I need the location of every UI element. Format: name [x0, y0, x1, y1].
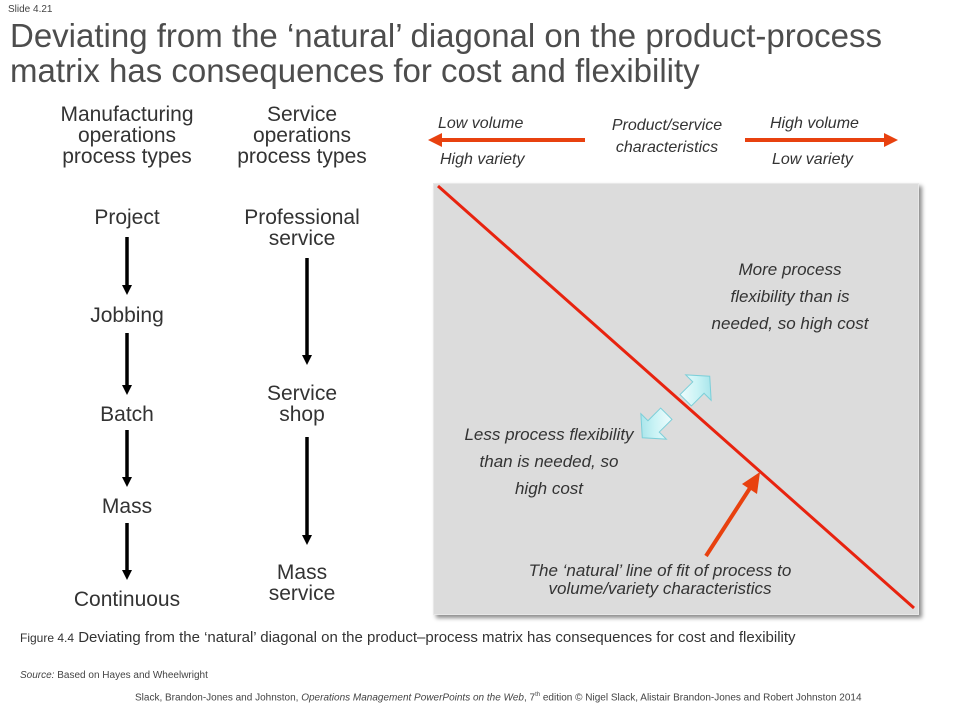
- stage-continuous: Continuous: [73, 588, 181, 611]
- figure-number: Figure 4.4: [20, 631, 75, 645]
- footer-rest: edition © Nigel Slack, Alistair Brandon-…: [540, 692, 862, 704]
- slide-title: Deviating from the ‘natural’ diagonal on…: [10, 17, 882, 89]
- lower-block-arrow: [640, 407, 673, 440]
- stage-batch: Batch: [100, 403, 154, 426]
- diagonal-pointer-arrowhead: [742, 472, 760, 494]
- figure-caption: Figure 4.4 Deviating from the ‘natural’ …: [20, 628, 920, 648]
- figure-caption-text: Deviating from the ‘natural’ diagonal on…: [78, 629, 796, 646]
- slide-number: Slide 4.21: [8, 4, 53, 15]
- upper-block-arrow: [679, 374, 712, 407]
- footer-authors: Slack, Brandon-Jones and Johnston,: [135, 692, 299, 704]
- source-text: Based on Hayes and Wheelwright: [57, 670, 208, 681]
- footer-sup: th: [535, 692, 541, 698]
- characteristics-label: Product/service characteristics: [611, 117, 723, 156]
- footer-credit: Slack, Brandon-Jones and Johnston, Opera…: [135, 692, 862, 703]
- diagonal-label: The ‘natural’ line of fit of process to …: [528, 561, 792, 598]
- source-label: Source:: [20, 670, 55, 681]
- high-volume-label: High volume: [770, 115, 859, 132]
- stage-mass-service: Mass service: [268, 561, 336, 605]
- stage-project: Project: [94, 206, 160, 229]
- stage-professional-service: Professional service: [244, 206, 360, 250]
- diagonal-pointer-arrow: [704, 483, 754, 558]
- stage-mass: Mass: [101, 495, 153, 518]
- footer-book: Operations Management PowerPoints on the…: [301, 692, 524, 704]
- footer-edition: , 7: [523, 692, 536, 704]
- natural-diagonal-line: [437, 184, 915, 610]
- high-variety-label: High variety: [440, 151, 525, 168]
- right-header-arrowhead: [884, 133, 898, 147]
- manufacturing-heading: Manufacturing operations process types: [60, 103, 194, 168]
- low-volume-label: Low volume: [438, 115, 524, 132]
- upper-note: More process flexibility than is needed,…: [711, 260, 869, 333]
- service-heading: Service operations process types: [237, 103, 367, 168]
- left-header-arrowhead: [428, 133, 442, 147]
- low-variety-label: Low variety: [772, 151, 853, 168]
- stage-jobbing: Jobbing: [90, 304, 164, 327]
- lower-note: Less process flexibility than is needed,…: [464, 425, 634, 498]
- source-note: Source: Based on Hayes and Wheelwright: [20, 670, 208, 681]
- stage-service-shop: Service shop: [266, 382, 338, 426]
